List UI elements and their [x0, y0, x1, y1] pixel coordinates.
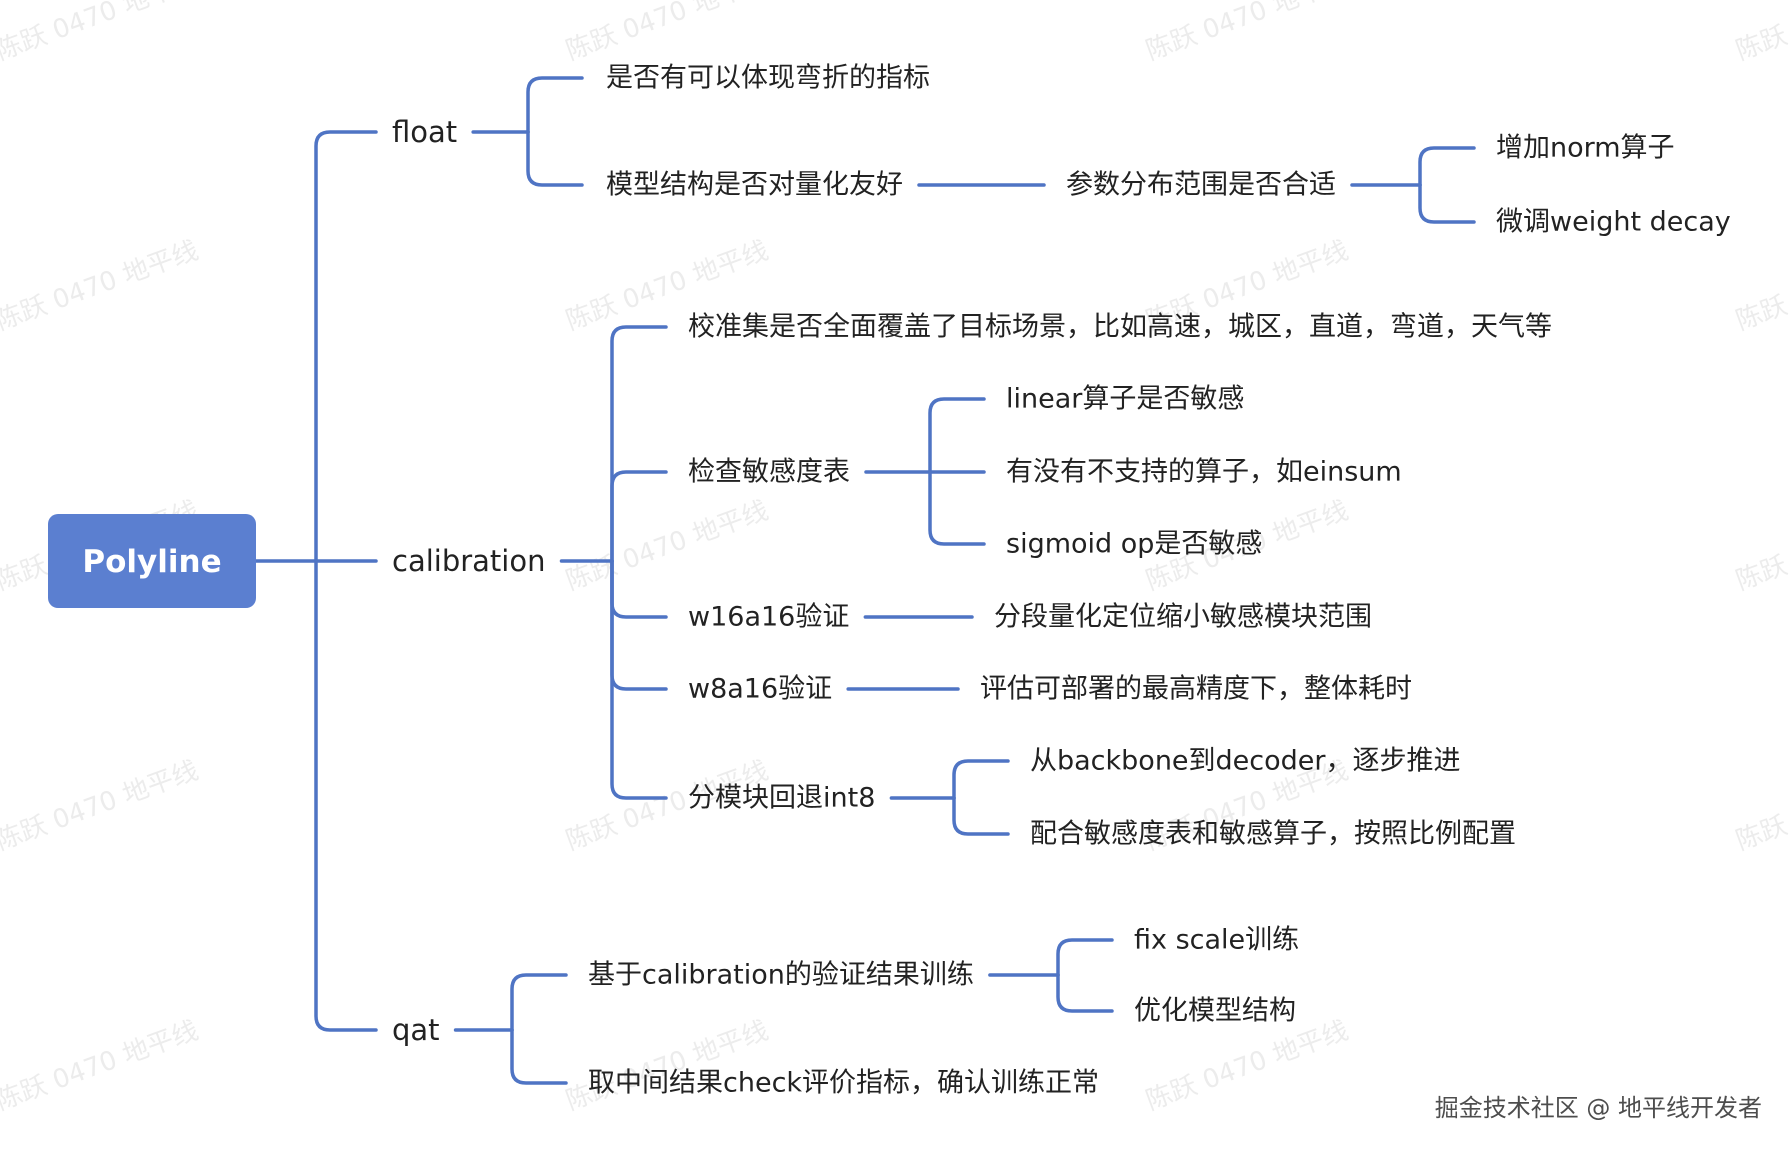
branch-0-item-1-sub-0-connector-link-0 — [1418, 146, 1476, 187]
watermark-text: 陈跃 0470 地平线 — [0, 1016, 202, 1117]
branch-2-label[interactable]: qat — [392, 1013, 440, 1047]
branch-1-item-0-label[interactable]: 校准集是否全面覆盖了目标场景，比如高速，城区，直道，弯道，天气等 — [688, 312, 1552, 343]
branch-0-item-1-sub-0-leaf-0-label[interactable]: 增加norm算子 — [1496, 133, 1675, 164]
branch-2-connector-link-1 — [510, 1028, 568, 1085]
branch-0-item-0-label[interactable]: 是否有可以体现弯折的指标 — [606, 63, 930, 94]
branch-2-item-0-connector-link-0 — [1056, 938, 1114, 977]
branch-1-item-3-sub-0-label[interactable]: 评估可部署的最高精度下，整体耗时 — [980, 674, 1412, 705]
watermark-text: 陈跃 0470 地平线 — [0, 0, 202, 67]
branch-1-item-1-connector-link-2 — [928, 470, 986, 546]
watermark-text: 陈跃 0470 地平线 — [562, 496, 772, 597]
branch-0-item-1-sub-0-leaf-1-label[interactable]: 微调weight decay — [1496, 207, 1731, 238]
branch-2-item-0-connector-link-1 — [1056, 973, 1114, 1013]
branch-1-connector-link-1 — [610, 470, 668, 563]
branch-1-item-1-label[interactable]: 检查敏感度表 — [688, 457, 850, 488]
branch-1-item-1-sub-1-label[interactable]: 有没有不支持的算子，如einsum — [1006, 457, 1402, 488]
branch-1-item-4-label[interactable]: 分模块回退int8 — [688, 783, 875, 814]
connector-layer — [254, 76, 1476, 1085]
branch-1-item-1-sub-2-label[interactable]: sigmoid op是否敏感 — [1006, 529, 1262, 560]
watermark-text: 陈跃 0470 地平线 — [0, 236, 202, 337]
branch-1-item-4-sub-1-label[interactable]: 配合敏感度表和敏感算子，按照比例配置 — [1030, 819, 1516, 850]
branch-0-connector-link-1 — [526, 130, 584, 187]
branch-2-item-0-sub-1-label[interactable]: 优化模型结构 — [1134, 996, 1296, 1027]
watermark-text: 陈跃 0470 地平线 — [562, 1016, 772, 1117]
watermark-text: 陈跃 0470 地平线 — [562, 0, 772, 67]
watermark-text: 陈跃 0470 地平线 — [1732, 756, 1790, 857]
branch-1-item-4-sub-0-label[interactable]: 从backbone到decoder，逐步推进 — [1030, 746, 1461, 777]
branch-2-connector-link-0 — [510, 973, 568, 1032]
branch-1-item-2-sub-0-label[interactable]: 分段量化定位缩小敏感模块范围 — [994, 602, 1372, 633]
branch-0-item-1-sub-0-connector-link-1 — [1418, 183, 1476, 224]
branch-1-item-3-label[interactable]: w8a16验证 — [688, 674, 832, 705]
watermark-text: 陈跃 0470 地平线 — [0, 756, 202, 857]
watermark-text: 陈跃 0470 地平线 — [1142, 0, 1352, 67]
branch-0-connector-link-0 — [526, 76, 584, 134]
branch-1-item-4-connector-link-1 — [952, 796, 1010, 836]
branch-1-connector-link-4 — [610, 559, 668, 800]
branch-1-item-4-connector-link-0 — [952, 759, 1010, 800]
branch-0-item-1-sub-0-label[interactable]: 参数分布范围是否合适 — [1066, 170, 1336, 201]
watermark-text: 陈跃 0470 地平线 — [1732, 496, 1790, 597]
branch-1-item-2-label[interactable]: w16a16验证 — [688, 602, 849, 633]
root-node[interactable] — [48, 514, 256, 608]
branch-1-item-1-connector-link-0 — [928, 397, 986, 474]
root-connector-link-2 — [314, 559, 378, 1032]
branch-0-item-1-label[interactable]: 模型结构是否对量化友好 — [606, 170, 903, 201]
branch-1-item-1-sub-0-label[interactable]: linear算子是否敏感 — [1006, 384, 1244, 415]
root-connector-link-0 — [314, 130, 378, 563]
branch-2-item-1-label[interactable]: 取中间结果check评价指标，确认训练正常 — [588, 1068, 1099, 1099]
branch-2-item-0-label[interactable]: 基于calibration的验证结果训练 — [588, 960, 974, 991]
branch-1-connector-link-0 — [610, 325, 668, 563]
footer-credit: 掘金技术社区 @ 地平线开发者 — [1435, 1094, 1762, 1122]
watermark-text: 陈跃 0470 地平线 — [1732, 0, 1790, 67]
branch-1-label[interactable]: calibration — [392, 544, 545, 578]
watermark-text: 陈跃 0470 地平线 — [1142, 1016, 1352, 1117]
branch-0-label[interactable]: float — [392, 115, 457, 149]
branch-2-item-0-sub-0-label[interactable]: fix scale训练 — [1134, 925, 1299, 956]
branch-1-connector-link-3 — [610, 559, 668, 691]
root-node-label: Polyline — [82, 544, 221, 580]
watermark-text: 陈跃 0470 地平线 — [1732, 236, 1790, 337]
